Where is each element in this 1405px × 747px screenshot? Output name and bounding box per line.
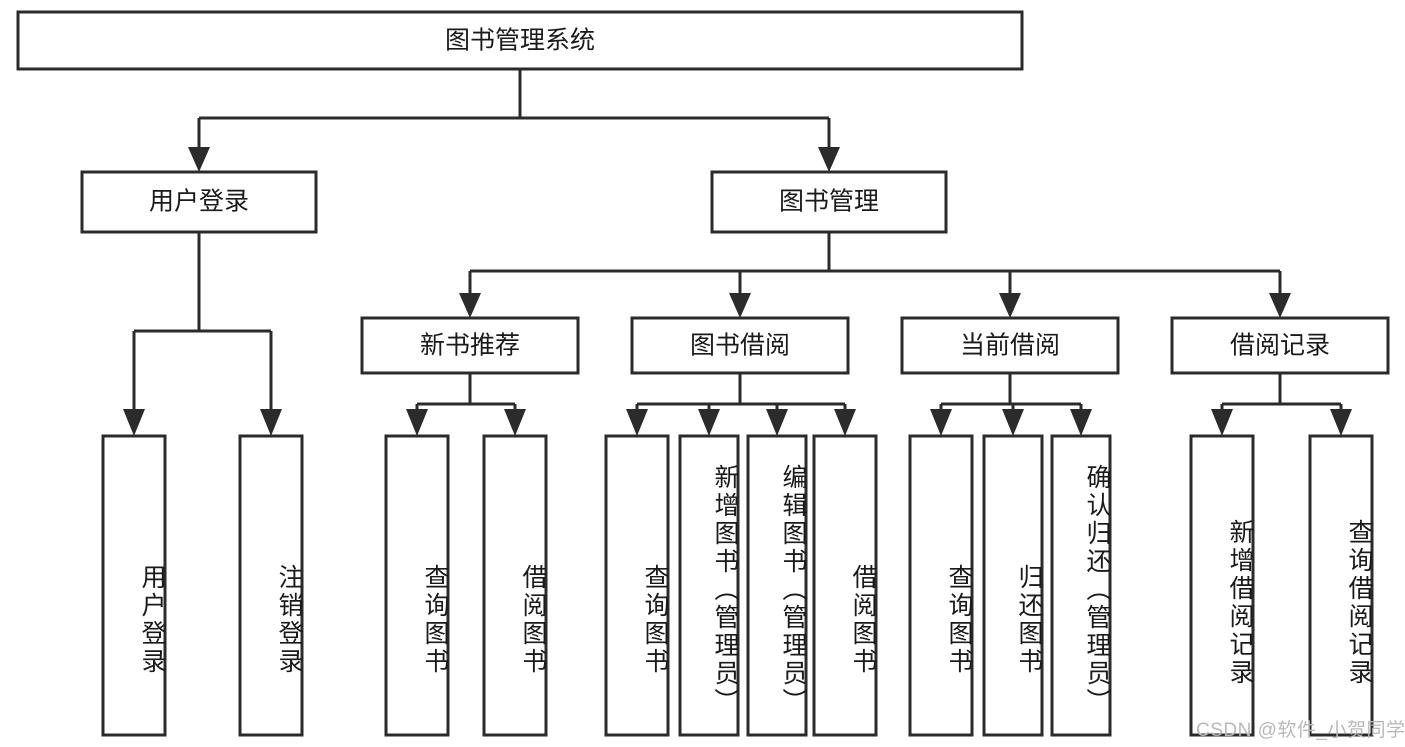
arrow-leaf-query-record [1330,409,1352,436]
node-leaf-user-login-box[interactable] [101,434,167,737]
node-book-manage-label: 图书管理 [779,188,879,216]
node-book-borrow-label: 图书借阅 [690,332,790,360]
node-new-book-recommend-label: 新书推荐 [420,332,520,360]
node-current-borrow-label: 当前借阅 [960,332,1060,360]
node-leaf-edit-book-box[interactable] [746,434,808,737]
node-leaf-borrow-book-1-box[interactable] [482,434,548,737]
node-new-book-recommend-box[interactable] [360,316,580,375]
arrow-leaf-logout-login [260,409,282,436]
arrow-leaf-borrow-book-2 [834,409,856,436]
node-leaf-query-record-box[interactable] [1308,434,1374,737]
arrow-current-borrow [999,293,1021,318]
node-leaf-query-book-2-box[interactable] [604,434,670,737]
node-borrow-record-label: 借阅记录 [1230,332,1330,360]
node-root-label: 图书管理系统 [445,27,595,55]
arrow-book-manage [818,147,840,172]
arrow-borrow-record [1269,293,1291,318]
node-leaf-confirm-return-box[interactable] [1050,434,1112,737]
arrow-leaf-query-book-1 [406,409,428,436]
arrow-leaf-borrow-book-1 [504,409,526,436]
arrow-leaf-confirm-return [1070,409,1092,436]
arrow-leaf-add-book [698,409,720,436]
arrow-new-book-recommend [459,293,481,318]
arrow-leaf-return-book [1002,409,1024,436]
arrow-book-borrow [729,293,751,318]
node-current-borrow-box[interactable] [900,316,1120,375]
node-leaf-query-book-3-box[interactable] [908,434,974,737]
arrow-leaf-query-book-3 [930,409,952,436]
node-leaf-return-book-box[interactable] [982,434,1044,737]
node-layer: 图书管理系统 用户登录 图书管理 新书推荐 图书借阅 当前借阅 借阅记录 [16,10,1390,737]
node-leaf-add-record-box[interactable] [1189,434,1255,737]
arrow-leaf-edit-book [766,409,788,436]
arrow-leaf-add-record [1211,409,1233,436]
csdn-watermark: CSDN @软件_小贺同学 [1196,720,1405,741]
node-leaf-logout-login-box[interactable] [238,434,304,737]
node-book-borrow-box[interactable] [630,316,850,375]
node-book-manage-box[interactable] [710,170,948,234]
arrow-user-login [188,147,210,172]
node-borrow-record-box[interactable] [1170,316,1390,375]
node-leaf-query-book-1-box[interactable] [384,434,450,737]
node-user-login-box[interactable] [80,170,318,234]
node-leaf-add-book-box[interactable] [678,434,740,737]
node-root-box[interactable] [16,10,1024,71]
node-user-login-label: 用户登录 [149,188,249,216]
arrow-leaf-user-login [123,409,145,436]
connector-layer [123,69,1352,436]
arrow-leaf-query-book-2 [626,409,648,436]
node-leaf-borrow-book-2-box[interactable] [812,434,878,737]
